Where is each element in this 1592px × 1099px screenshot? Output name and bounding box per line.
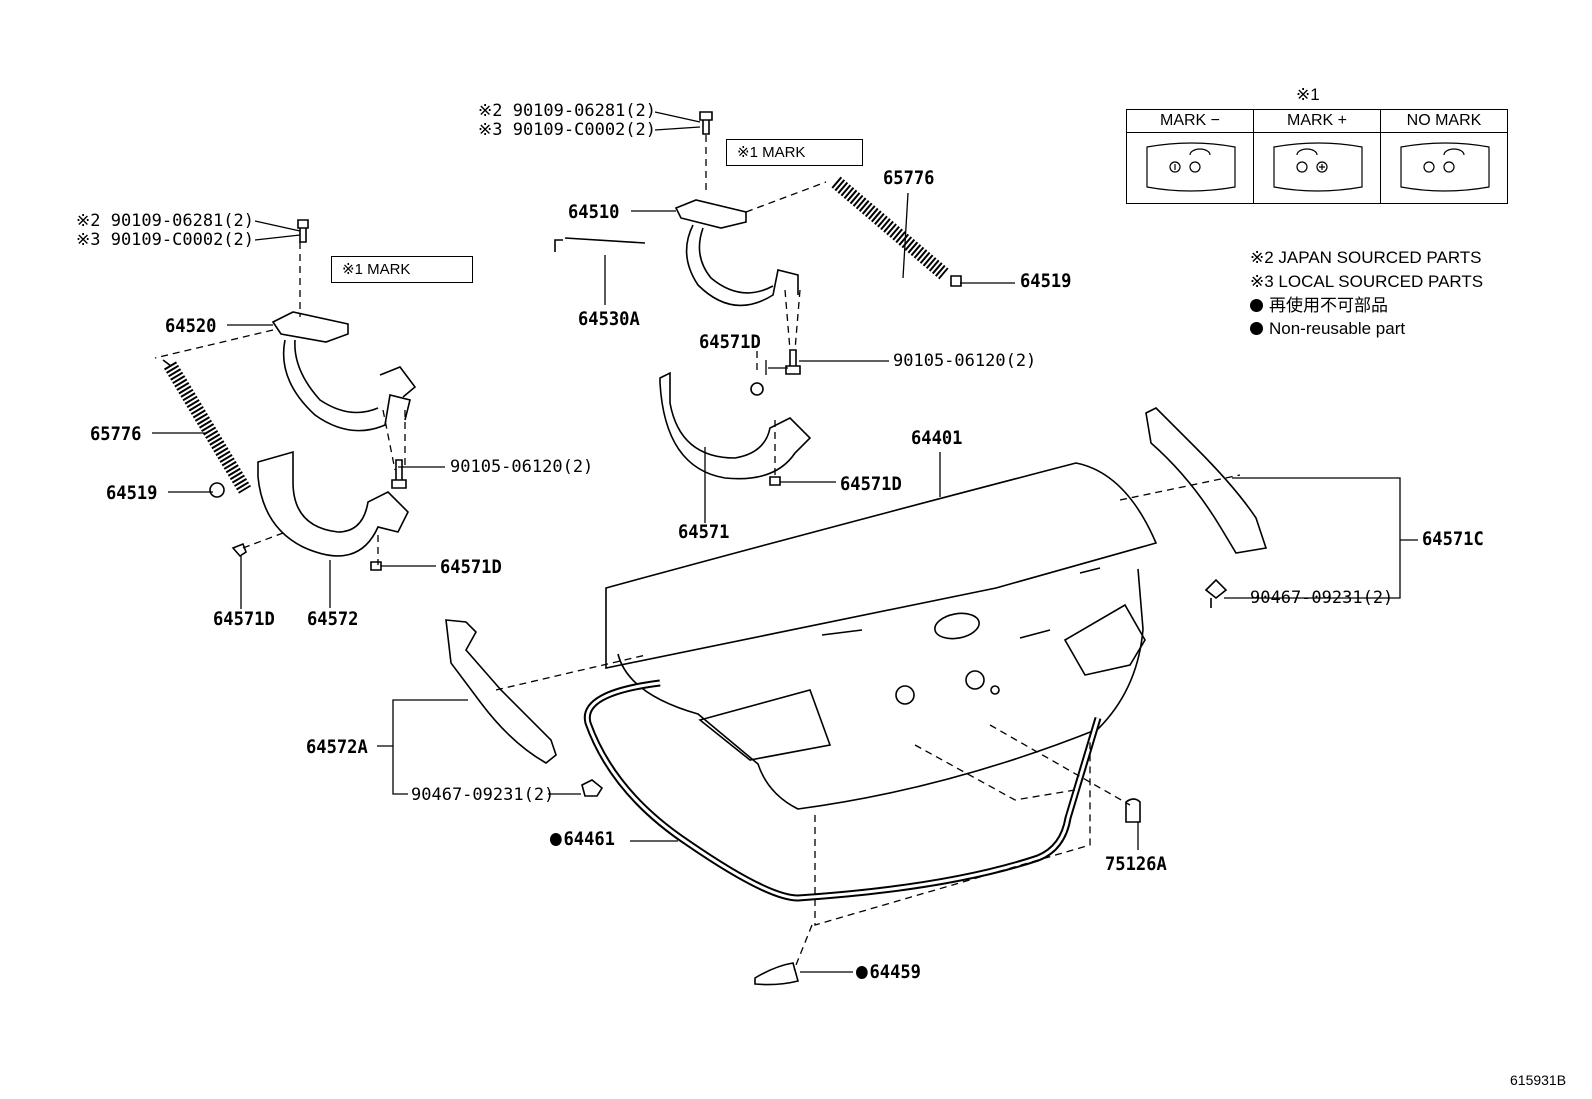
part-label-64459[interactable]: 64459 [856, 963, 921, 982]
part-label-left-bolt-local[interactable]: ※3 90109-C0002(2) [76, 230, 255, 250]
legend-title: ※1 [1296, 85, 1320, 104]
right-spring-65776 [831, 176, 949, 280]
part-label-64519-right[interactable]: 64519 [1020, 270, 1072, 292]
part-label-75126A[interactable]: 75126A [1105, 853, 1167, 875]
part-label-64572[interactable]: 64572 [307, 608, 359, 630]
non-reusable-dot-icon [856, 966, 868, 979]
legend-header-mark-plus: MARK + [1253, 109, 1381, 133]
part-label-90467-left[interactable]: 90467-09231(2) [411, 785, 555, 805]
legend-image-mark-plus [1253, 132, 1381, 204]
right-trim-64571C [1145, 407, 1268, 554]
part-label-90467-right[interactable]: 90467-09231(2) [1250, 588, 1394, 608]
dashed-assembly-lines [154, 135, 1241, 971]
note-non-reusable-jp: 再使用不可部品 [1250, 297, 1388, 314]
part-label-64571[interactable]: 64571 [678, 521, 730, 543]
right-bolt-90105 [785, 349, 801, 375]
left-hinge-arm-64572 [257, 450, 409, 557]
part-label-64461[interactable]: 64461 [550, 830, 615, 849]
leader-lines [152, 111, 1418, 973]
part-label-65776-right[interactable]: 65776 [883, 167, 935, 189]
non-reusable-dot-icon [1250, 322, 1263, 335]
left-trim-64572A [445, 619, 557, 764]
note-japan-sourced: ※2 JAPAN SOURCED PARTS [1250, 248, 1482, 267]
diagram-code: 615931B [1510, 1072, 1567, 1088]
part-label-64572A[interactable]: 64572A [306, 736, 368, 758]
left-hinge-bracket-64520 [271, 311, 417, 432]
trunk-lid-64401 [605, 462, 1158, 810]
right-bushing-64519 [950, 275, 962, 287]
stopper-64459 [754, 962, 799, 986]
mark-box-left: ※1 MARK [331, 256, 473, 283]
part-label-90105-left[interactable]: 90105-06120(2) [450, 457, 594, 477]
part-label-right-bolt-jp[interactable]: ※2 90109-06281(2) [478, 101, 657, 121]
right-clips-64571D [750, 382, 781, 486]
part-label-64571D-c[interactable]: 64571D [699, 331, 761, 353]
part-label-64571D-a[interactable]: 64571D [440, 556, 502, 578]
left-bushing-64519 [209, 482, 225, 498]
weatherstrip-64461 [583, 679, 1102, 902]
part-label-64519-left[interactable]: 64519 [106, 482, 158, 504]
torsion-rod-64530A [554, 237, 646, 252]
part-label-64530A[interactable]: 64530A [578, 308, 640, 330]
mark-box-right: ※1 MARK [726, 139, 863, 166]
legend-image-mark-minus [1126, 132, 1254, 204]
non-reusable-dot-icon [1250, 299, 1263, 312]
part-label-64401[interactable]: 64401 [911, 427, 963, 449]
part-label-64510[interactable]: 64510 [568, 201, 620, 223]
left-bolt-90105 [391, 459, 407, 489]
clip-90467 [581, 578, 1228, 797]
note-local-sourced: ※3 LOCAL SOURCED PARTS [1250, 272, 1484, 291]
legend-header-mark-minus: MARK − [1126, 109, 1254, 133]
part-label-65776-left[interactable]: 65776 [90, 423, 142, 445]
part-label-right-bolt-local[interactable]: ※3 90109-C0002(2) [478, 120, 657, 140]
part-label-64571D-d[interactable]: 64571D [840, 473, 902, 495]
cushion-75126A [1125, 798, 1141, 823]
part-label-90105-right[interactable]: 90105-06120(2) [893, 351, 1037, 371]
legend-image-no-mark [1380, 132, 1508, 204]
part-label-left-bolt-jp[interactable]: ※2 90109-06281(2) [76, 211, 255, 231]
part-label-64571D-b[interactable]: 64571D [213, 608, 275, 630]
non-reusable-dot-icon [550, 833, 562, 846]
part-label-64571C[interactable]: 64571C [1422, 528, 1484, 550]
right-hinge-bracket-64510 [674, 199, 799, 307]
note-non-reusable-en: Non-reusable part [1250, 320, 1405, 337]
right-hinge-arm-64571 [659, 371, 812, 480]
part-label-64520[interactable]: 64520 [165, 315, 217, 337]
left-spring-65776 [162, 359, 252, 494]
right-hinge-bolt [699, 111, 713, 135]
legend-header-no-mark: NO MARK [1380, 109, 1508, 133]
legend-table: MARK − MARK + NO MARK [1126, 109, 1508, 204]
